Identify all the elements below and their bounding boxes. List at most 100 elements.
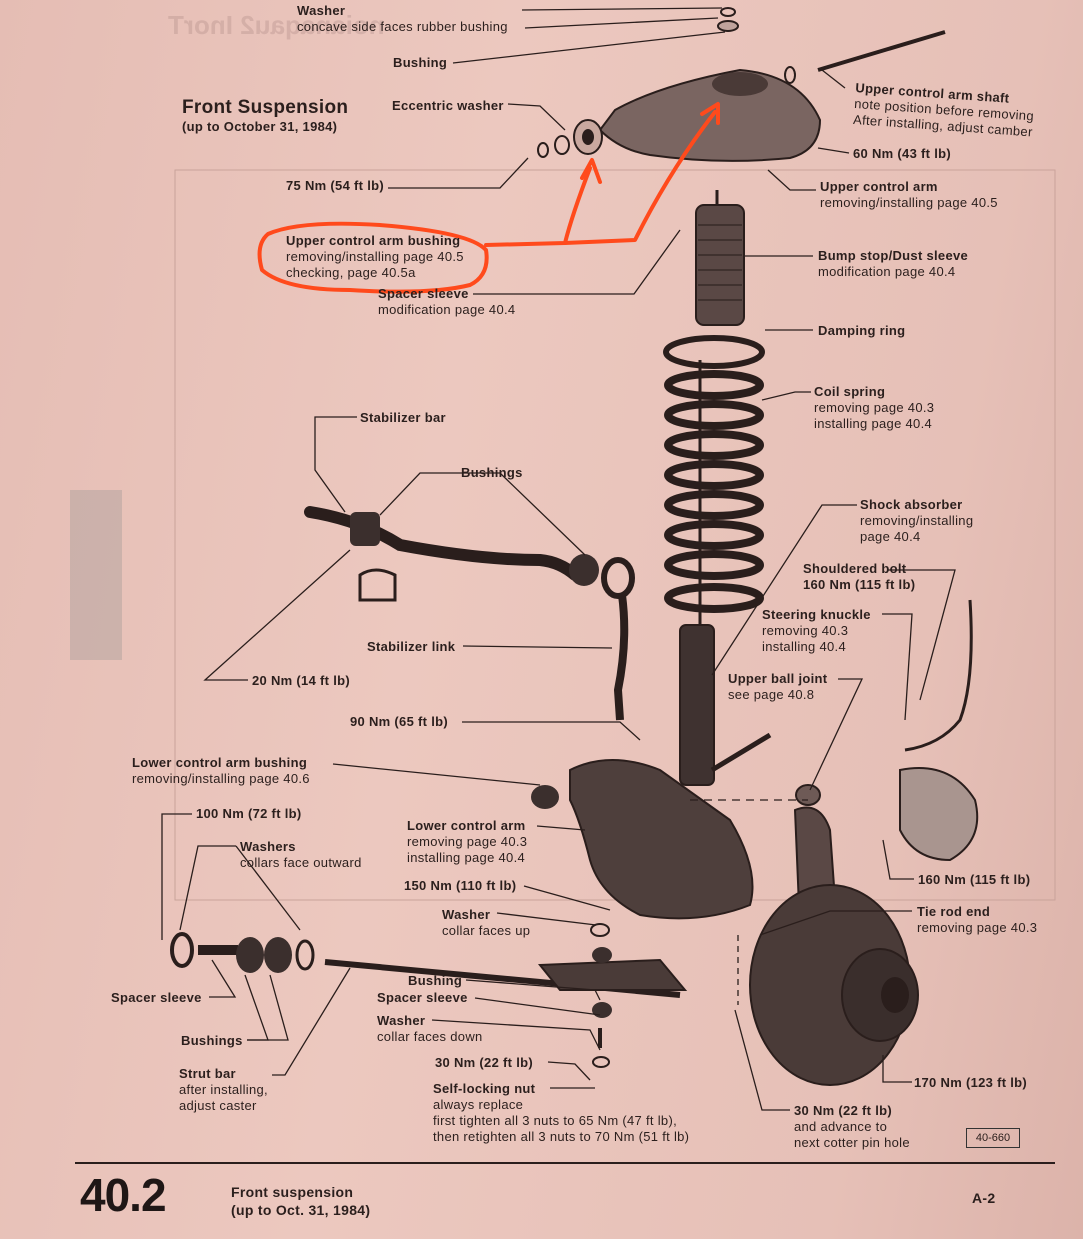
washer-part — [554, 135, 570, 155]
stabilizer-bushing — [350, 512, 380, 546]
label-spacer-sleeve-mid: Spacer sleeve — [377, 990, 468, 1005]
label-stabilizer-bar: Stabilizer bar — [360, 410, 446, 425]
upper-ball-joint-part — [795, 784, 821, 806]
label-note: removing/installing page 40.6 — [132, 771, 310, 786]
label-text: Washer — [297, 3, 346, 18]
label-torque-90: 90 Nm (65 ft lb) — [350, 714, 448, 729]
annotation-arrow-1 — [484, 166, 592, 247]
label-text: Upper ball joint — [728, 671, 828, 686]
label-note: installing page 40.4 — [814, 416, 933, 431]
label-spacer-sleeve-top: Spacer sleeve modification page 40.4 — [378, 286, 515, 318]
annotation-arrowhead-2 — [700, 102, 720, 125]
label-text: Bump stop/Dust sleeve — [818, 248, 969, 263]
label-note: first tighten all 3 nuts to 65 Nm (47 ft… — [433, 1113, 677, 1128]
label-torque-20: 20 Nm (14 ft lb) — [252, 673, 350, 688]
label-text: Spacer sleeve — [378, 286, 469, 301]
label-note: collars face outward — [240, 855, 362, 870]
label-self-locking-nut: Self-locking nut always replace first ti… — [433, 1081, 689, 1145]
label-torque-160b: 160 Nm (115 ft lb) — [918, 872, 1031, 887]
label-torque-60: 60 Nm (43 ft lb) — [853, 146, 951, 161]
shouldered-bolt — [710, 732, 772, 773]
label-bushings-left: Bushings — [181, 1033, 243, 1048]
label-note: page 40.4 — [860, 529, 921, 544]
page-number: 40.2 — [80, 1169, 167, 1221]
annotation-arrowhead-1 — [580, 158, 602, 184]
label-tie-rod-end: Tie rod end removing page 40.3 — [917, 904, 1037, 936]
footer-section-title: Front suspension — [231, 1184, 354, 1200]
label-note: removing/installing — [860, 513, 974, 528]
label-torque-30a: 30 Nm (22 ft lb) — [435, 1055, 533, 1070]
label-uca-bushing: Upper control arm bushing removing/insta… — [286, 233, 464, 281]
label-note: checking, page 40.5a — [286, 265, 416, 280]
label-note: installing page 40.4 — [407, 850, 526, 865]
label-washer-mid: Washer collar faces up — [442, 907, 530, 939]
footer-page-ref: A-2 — [972, 1190, 996, 1206]
label-text: Coil spring — [814, 384, 886, 399]
annotation-circle — [257, 221, 489, 294]
label-bump-stop: Bump stop/Dust sleeve modification page … — [818, 248, 968, 280]
footer-section: Front suspension (up to Oct. 31, 1984) — [231, 1183, 370, 1219]
upper-ball-joint-socket — [712, 72, 768, 96]
wheel-hub — [841, 948, 919, 1042]
label-note: collar faces down — [377, 1029, 483, 1044]
label-text: Upper control arm — [820, 179, 938, 194]
label-note: next cotter pin hole — [794, 1135, 910, 1150]
label-text: Shock absorber — [860, 497, 963, 512]
label-damping-ring: Damping ring — [818, 323, 906, 338]
stabilizer-clamp — [358, 568, 397, 602]
label-bushings-top: Bushings — [461, 465, 523, 480]
label-torque-170: 170 Nm (123 ft lb) — [914, 1075, 1028, 1090]
label-text: Upper control arm bushing — [286, 233, 461, 248]
stabilizer-bushing-right — [569, 554, 599, 586]
label-torque-100: 100 Nm (72 ft lb) — [196, 806, 302, 821]
label-washers: Washers collars face outward — [240, 839, 362, 871]
label-note: removing 40.3 — [762, 623, 849, 638]
label-note: removing page 40.3 — [814, 400, 935, 415]
label-torque-150: 150 Nm (110 ft lb) — [404, 878, 517, 893]
label-text: Washer — [377, 1013, 426, 1028]
label-eccentric-washer: Eccentric washer — [392, 98, 504, 113]
label-stabilizer-link: Stabilizer link — [367, 639, 456, 654]
page-title: Front Suspension (up to October 31, 1984… — [182, 97, 348, 135]
spacer-sleeve-left — [170, 932, 194, 968]
faint-panel-border — [174, 169, 1056, 901]
lca-bushing-part — [531, 785, 559, 809]
label-note: concave side faces rubber bushing — [297, 19, 508, 34]
label-note: removing/installing page 40.5 — [820, 195, 998, 210]
footer-section-sub: (up to Oct. 31, 1984) — [231, 1202, 371, 1218]
title-text: Front Suspension — [182, 97, 349, 118]
label-washer-low: Washer collar faces down — [377, 1013, 483, 1045]
label-text: Strut bar — [179, 1066, 236, 1081]
stabilizer-bar — [304, 506, 581, 581]
label-text: Steering knuckle — [762, 607, 871, 622]
label-note: then retighten all 3 nuts to 70 Nm (51 f… — [433, 1129, 690, 1144]
damping-ring — [663, 335, 765, 369]
label-note: always replace — [433, 1097, 524, 1112]
bushing-left-a — [236, 937, 264, 973]
annotation-arrow-2 — [563, 110, 717, 245]
leader-lines — [161, 7, 956, 1111]
bushing-left-b — [264, 937, 292, 973]
label-lca-bushing: Lower control arm bushing removing/insta… — [132, 755, 310, 787]
label-note: see page 40.8 — [728, 687, 815, 702]
label-bushing-mid: Bushing — [408, 973, 463, 988]
brake-caliper — [899, 767, 979, 862]
label-washer-top: Washer concave side faces rubber bushing — [297, 3, 508, 35]
label-text: Self-locking nut — [433, 1081, 536, 1096]
label-text: Shouldered bolt — [803, 561, 907, 576]
label-note: after installing, — [179, 1082, 268, 1097]
stabilizer-link — [613, 594, 629, 721]
label-text: Lower control arm — [407, 818, 526, 833]
label-strut-bar: Strut bar after installing, adjust caste… — [179, 1066, 268, 1114]
margin-tab — [70, 490, 122, 660]
label-text: Washer — [442, 907, 491, 922]
label-note: removing page 40.3 — [407, 834, 528, 849]
strut-bar-bracket — [537, 958, 688, 991]
upper-control-arm-shaft — [817, 30, 946, 72]
subtitle-text: (up to October 31, 1984) — [182, 119, 338, 134]
label-note: removing/installing page 40.5 — [286, 249, 464, 264]
brake-line — [904, 599, 973, 752]
label-steering-knuckle: Steering knuckle removing 40.3 installin… — [762, 607, 871, 655]
label-note: 160 Nm (115 ft lb) — [803, 577, 916, 592]
